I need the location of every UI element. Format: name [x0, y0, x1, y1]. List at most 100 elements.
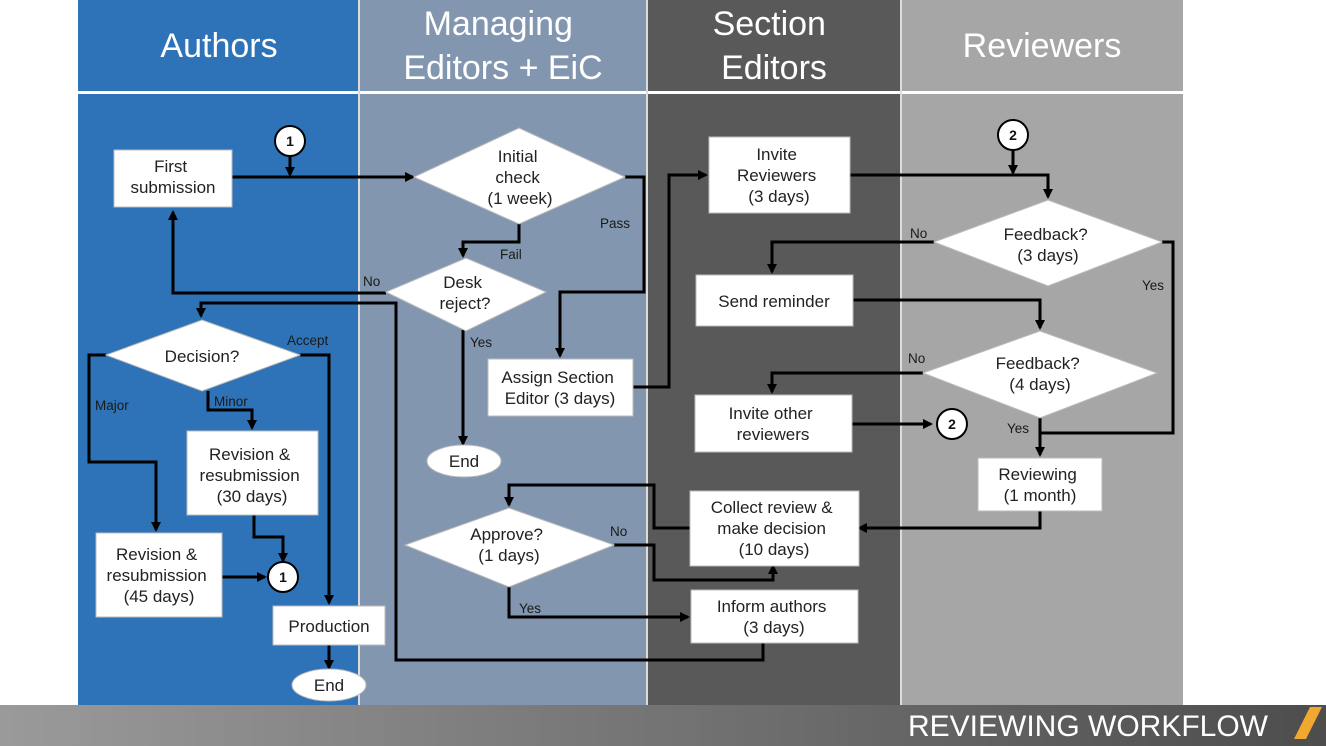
- connector-label: 1: [279, 569, 287, 585]
- lane-title-line: Reviewers: [963, 27, 1122, 65]
- node-label-line: check: [495, 168, 540, 187]
- edge-inform-to-decision: [196, 301, 765, 662]
- footer-accent-slash: [1294, 707, 1322, 739]
- edge-label-no: No: [908, 351, 925, 366]
- node-label-line: reject?: [439, 294, 490, 313]
- edge-label-yes: Yes: [1142, 278, 1164, 293]
- node-label-line: Collect review &: [711, 498, 834, 517]
- edge-label-yes: Yes: [519, 601, 541, 616]
- node-label-line: (3 days): [743, 618, 804, 637]
- node-label-line: (1 week): [487, 189, 552, 208]
- node-label-line: Production: [288, 617, 369, 636]
- lane-title-authors: Authors: [160, 27, 277, 65]
- node-label-line: (3 days): [1017, 246, 1078, 265]
- node-label-line: Assign Section: [501, 368, 613, 387]
- node-label-line: Desk: [443, 273, 482, 292]
- edge-feedback1-no: [767, 240, 934, 274]
- node-label: End: [314, 676, 344, 695]
- node-label: Collect review & make decision (10 days): [711, 498, 838, 559]
- lane-title-section: Section Editors: [713, 5, 836, 87]
- node-invite-other-reviewers: Invite other reviewers: [694, 394, 853, 453]
- node-label-line: Feedback?: [1004, 225, 1088, 244]
- node-desk-reject: Desk reject?: [384, 257, 548, 332]
- connectors: 1 1 2 2: [267, 119, 1029, 593]
- edge-approve-yes: [507, 586, 690, 622]
- node-label: First submission: [130, 157, 215, 197]
- node-label-line: First: [154, 157, 187, 176]
- node-first-submission: First submission: [113, 149, 233, 208]
- lane-section-body: [647, 0, 901, 705]
- node-label: Reviewing (1 month): [998, 465, 1081, 505]
- edge-reminder-to-feedback2: [853, 298, 1045, 330]
- node-revision-minor: Revision & resubmission (30 days): [186, 430, 319, 516]
- lane-title-reviewers: Reviewers: [963, 27, 1122, 65]
- edge-rev30-to-connector: [252, 515, 288, 563]
- node-label: Assign Section Editor (3 days): [501, 368, 618, 408]
- node-label: Inform authors (3 days): [717, 597, 831, 637]
- connector-1-top: 1: [274, 125, 306, 157]
- lane-title-line: Editors + EiC: [403, 49, 602, 87]
- lane-title-managing: Managing Editors + EiC: [403, 5, 602, 87]
- node-label: Feedback? (4 days): [996, 354, 1085, 394]
- node-label-line: (1 days): [478, 546, 539, 565]
- node-label: Approve? (1 days): [470, 525, 548, 565]
- edge-feedback1-yes: [1040, 240, 1175, 435]
- lane-title-line: Section: [713, 5, 826, 43]
- node-label-line: reviewers: [737, 425, 810, 444]
- node-label: Desk reject?: [439, 273, 490, 313]
- lane-divider: [646, 0, 648, 705]
- edge-check-pass: [555, 175, 646, 358]
- edge-label-yes: Yes: [1007, 421, 1029, 436]
- node-label: Revision & resubmission (30 days): [200, 445, 305, 506]
- edge-label-minor: Minor: [214, 394, 248, 409]
- node-label-line: (1 month): [1004, 486, 1077, 505]
- edge-label-fail: Fail: [500, 247, 522, 262]
- connector-label: 2: [948, 416, 956, 432]
- connection-lines: [87, 151, 1175, 670]
- edge-assign-to-invite: [633, 170, 708, 389]
- edge-label-accept: Accept: [287, 333, 329, 348]
- node-label: Revision & resubmission (45 days): [107, 545, 212, 606]
- node-approve: Approve? (1 days): [403, 507, 616, 588]
- node-label-line: Initial: [498, 147, 538, 166]
- node-end-desk-reject: End: [426, 444, 502, 478]
- edge-desk-no: [168, 210, 386, 295]
- node-production: Production: [272, 605, 386, 646]
- node-label-line: (4 days): [1009, 375, 1070, 394]
- node-label: Decision?: [165, 347, 240, 366]
- connector-2-mid: 2: [936, 408, 968, 440]
- lane-divider: [358, 0, 360, 705]
- node-label-line: Feedback?: [996, 354, 1080, 373]
- lane-title-line: Editors: [721, 49, 827, 87]
- edge-decision-accept: [300, 353, 334, 605]
- edge-invite-to-feedback: [850, 173, 1053, 199]
- edge-check-fail: [458, 222, 521, 258]
- node-label-line: Revision &: [209, 445, 291, 464]
- node-label-line: Inform authors: [717, 597, 827, 616]
- edge-labels: Pass Fail No Yes Accept Minor Major No Y…: [95, 216, 1164, 616]
- node-label: Production: [288, 617, 369, 636]
- node-collect-review: Collect review & make decision (10 days): [689, 490, 860, 567]
- edge-approve-no: [614, 543, 778, 582]
- node-label-line: Approve?: [470, 525, 543, 544]
- node-feedback-2: Feedback? (4 days): [921, 330, 1159, 419]
- node-label-line: Reviewing: [998, 465, 1076, 484]
- node-label-line: resubmission: [200, 466, 300, 485]
- decision-nodes: Initial check (1 week) Desk reject? Deci…: [104, 127, 1164, 588]
- node-label: Invite other reviewers: [729, 404, 818, 444]
- swimlanes: [78, 0, 1183, 705]
- node-decision: Decision?: [104, 319, 302, 392]
- node-label-line: submission: [130, 178, 215, 197]
- footer-bar: REVIEWING WORKFLOW: [0, 705, 1326, 746]
- edge-label-no: No: [910, 226, 927, 241]
- node-send-reminder: Send reminder: [695, 274, 854, 327]
- node-label-line: Decision?: [165, 347, 240, 366]
- lane-title-line: Authors: [160, 27, 277, 65]
- edge-label-major: Major: [95, 398, 129, 413]
- edge-label-no: No: [610, 524, 627, 539]
- node-revision-major: Revision & resubmission (45 days): [95, 532, 223, 618]
- node-label-line: Reviewers: [737, 166, 816, 185]
- node-inform-authors: Inform authors (3 days): [690, 589, 859, 644]
- connector-label: 1: [286, 133, 294, 149]
